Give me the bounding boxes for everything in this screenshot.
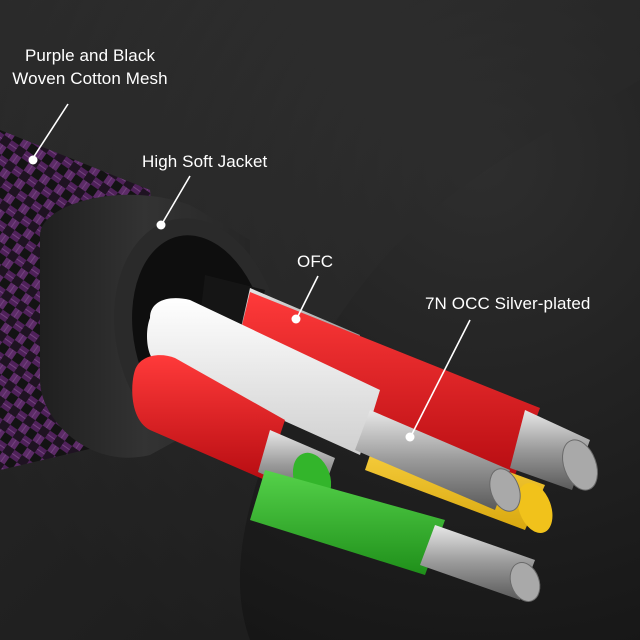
callout-mesh (28, 103, 69, 165)
occ-silver-plated-label: 7N OCC Silver-plated (425, 294, 591, 313)
callout-ofc (291, 275, 319, 324)
mesh-label: Purple and Black Woven Cotton Mesh (0, 44, 180, 90)
callout-jacket (156, 175, 191, 230)
mesh-label-line1: Purple and Black (24, 46, 156, 65)
jacket-label: High Soft Jacket (142, 152, 268, 171)
green-wire (250, 470, 541, 602)
white-wire (147, 298, 521, 512)
callout-occ (405, 319, 471, 442)
mesh-label-line2: Woven Cotton Mesh (12, 69, 168, 88)
red-upper-wire (235, 292, 598, 491)
ofc-label: OFC (297, 252, 334, 271)
